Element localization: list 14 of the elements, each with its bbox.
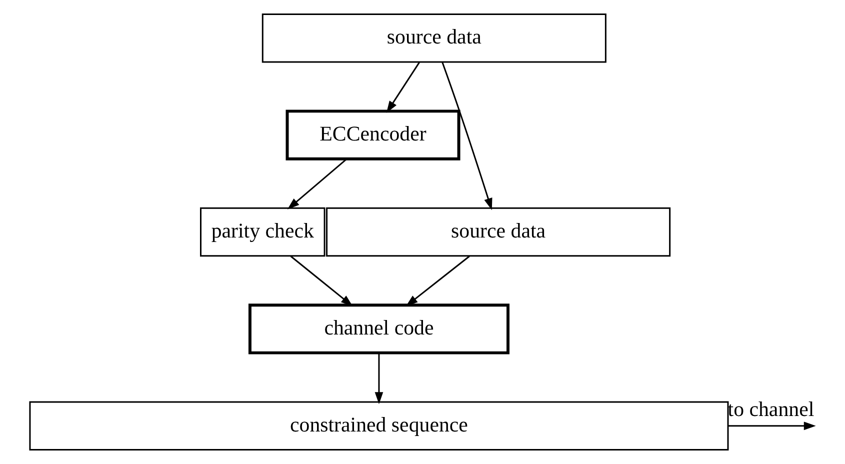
arrow (374, 353, 384, 404)
edge-label: to channel (728, 396, 814, 421)
node-box: ECCencoder (286, 110, 460, 160)
node-box: channel code (248, 304, 510, 354)
arrow (386, 62, 420, 113)
node-box: source data (326, 207, 671, 257)
arrow (287, 158, 347, 210)
arrow (290, 256, 353, 306)
arrow (406, 256, 470, 306)
arrow (728, 422, 816, 430)
node-box: parity check (200, 207, 326, 257)
node-box: constrained sequence (29, 401, 729, 450)
node-box: source data (262, 14, 606, 63)
arrow (442, 62, 492, 210)
